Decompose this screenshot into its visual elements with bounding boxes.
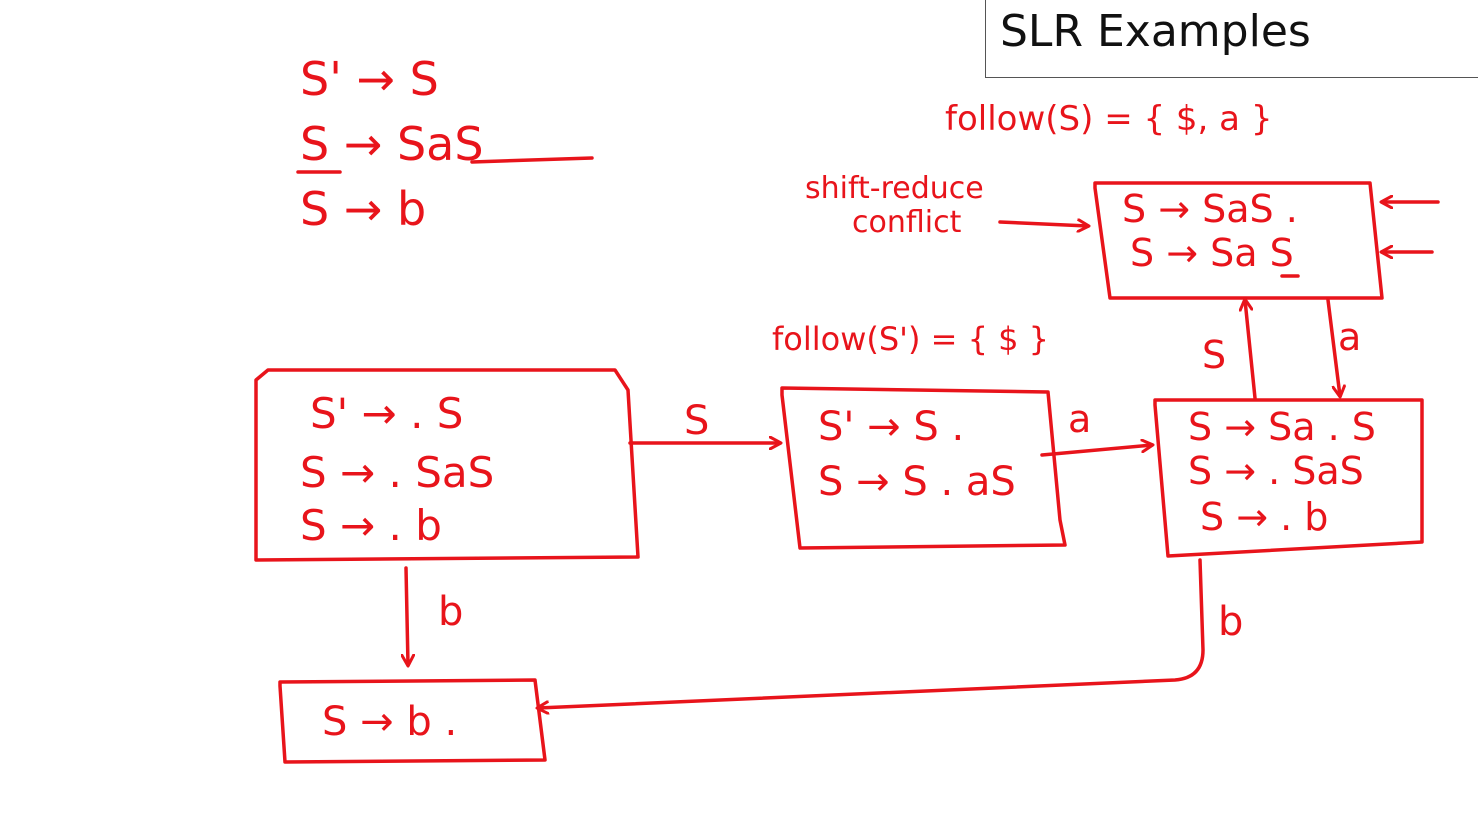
transition-i2-i4: b	[538, 558, 1243, 708]
state-i0-item-2: S → . SaS	[300, 448, 494, 497]
state-i0-item-1: S' → . S	[310, 389, 463, 438]
edge-i2-i4-label: b	[1218, 599, 1243, 645]
state-i2-box	[1153, 398, 1424, 558]
grammar-rule-1: S' → S	[300, 52, 439, 106]
state-i4-item-1: S → b .	[322, 699, 457, 745]
state-i2-item-3: S → . b	[1200, 495, 1328, 539]
edge-i2-i4	[538, 558, 1205, 708]
state-i0: S' → . S S → . SaS S → . b	[254, 368, 640, 562]
slide-title-box: SLR Examples	[985, 0, 1478, 78]
state-i1-item-2: S → S . aS	[818, 459, 1016, 505]
follow-s-prime-annotation: follow(S') = { $ }	[772, 320, 1049, 358]
grammar-block: S' → S S → SaS S → b	[296, 52, 594, 236]
state-i3-item-1: S → SaS .	[1122, 187, 1298, 231]
transition-i3-i2: a	[1326, 298, 1361, 396]
edge-i1-i2-label: a	[1068, 397, 1091, 441]
edge-i0-i4-label: b	[438, 589, 463, 635]
edge-i1-i2	[1040, 445, 1152, 457]
slide-title: SLR Examples	[1000, 6, 1311, 57]
transition-i1-i2: a	[1040, 397, 1152, 457]
state-i2: S → Sa . S S → . SaS S → . b	[1153, 398, 1424, 558]
edge-i3-i2-label: a	[1338, 315, 1361, 359]
grammar-rhs-underline	[470, 156, 594, 164]
grammar-rule-2: S → SaS	[300, 117, 484, 171]
edge-i0-i4	[406, 566, 408, 665]
transition-i0-i4: b	[406, 566, 463, 665]
state-i1-item-1: S' → S .	[818, 404, 964, 450]
state-i3: S → SaS . S → Sa S	[1093, 181, 1440, 300]
conflict-note-line1: shift-reduce	[805, 171, 984, 206]
state-i2-item-2: S → . SaS	[1188, 449, 1364, 493]
follow-s-annotation: follow(S) = { $, a }	[945, 99, 1272, 139]
conflict-pointer-arrow	[998, 222, 1088, 226]
state-i2-item-1: S → Sa . S	[1188, 405, 1376, 449]
edge-i2-i3-label: S	[1202, 333, 1226, 377]
transition-i2-i3: S	[1202, 300, 1257, 400]
edge-i2-i3	[1245, 300, 1257, 400]
state-i1: S' → S . S → S . aS	[780, 386, 1067, 550]
edge-i3-i2	[1326, 298, 1340, 396]
conflict-note-line2: conflict	[852, 205, 962, 240]
state-i0-item-3: S → . b	[300, 501, 442, 550]
state-i1-box	[780, 386, 1067, 550]
state-i3-item-2: S → Sa S	[1130, 231, 1294, 275]
state-i4-box	[278, 678, 547, 764]
state-i4: S → b .	[278, 678, 547, 764]
state-i0-box	[254, 368, 640, 562]
grammar-rule-3: S → b	[300, 182, 426, 236]
edge-i0-i1-label: S	[684, 398, 709, 444]
transition-i0-i1: S	[628, 398, 780, 444]
